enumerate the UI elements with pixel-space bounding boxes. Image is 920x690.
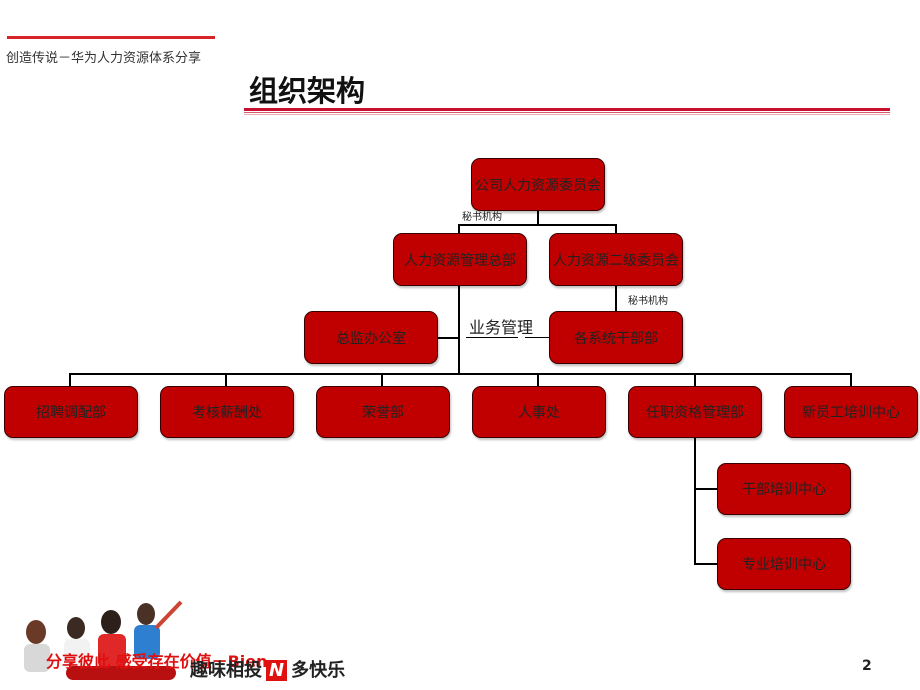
org-box-sub-committee: 人力资源二级委员会 <box>549 233 683 286</box>
n-logo-mark: N <box>266 660 288 681</box>
connector <box>615 224 617 234</box>
org-box-department: 荣誉部 <box>316 386 450 438</box>
connector <box>537 211 539 225</box>
slogan-part: 趣味相投 <box>190 660 262 681</box>
footer-slogan-left: 分享彼此 感受存在价值－Bien <box>46 652 268 671</box>
title-underline-faint <box>244 114 890 115</box>
connector <box>694 488 717 490</box>
connector <box>694 563 717 565</box>
org-box-supervision-office: 总监办公室 <box>304 311 438 364</box>
connector <box>381 373 383 386</box>
connector <box>525 337 550 338</box>
people-illustration <box>24 600 183 680</box>
org-box-department: 招聘调配部 <box>4 386 138 438</box>
org-box-top-committee: 公司人力资源委员会 <box>471 158 605 211</box>
connector <box>438 337 459 339</box>
org-box-department: 考核薪酬处 <box>160 386 294 438</box>
connector <box>69 373 71 386</box>
org-box-sub-unit: 干部培训中心 <box>717 463 851 515</box>
header-subtitle: 创造传说－华为人力资源体系分享 <box>6 51 202 66</box>
connector <box>537 373 539 386</box>
header-accent-line <box>7 36 215 39</box>
connector <box>458 224 460 234</box>
org-box-hr-hq: 人力资源管理总部 <box>393 233 527 286</box>
connector <box>615 285 617 312</box>
connector <box>694 373 696 386</box>
org-box-department: 新员工培训中心 <box>784 386 918 438</box>
page-number: 2 <box>862 658 872 674</box>
connector <box>458 285 460 374</box>
connector <box>69 373 852 375</box>
connector <box>225 373 227 386</box>
org-box-sub-unit: 专业培训中心 <box>717 538 851 590</box>
business-management-label: 业务管理 <box>469 318 534 337</box>
page-title: 组织架构 <box>249 74 366 108</box>
secretariat-label: 秘书机构 <box>628 296 668 307</box>
title-underline-thin <box>244 112 890 113</box>
slogan-part: 多快乐 <box>291 660 346 681</box>
connector <box>466 337 518 338</box>
connector <box>694 438 696 564</box>
secretariat-label: 秘书机构 <box>462 212 502 223</box>
org-box-department: 任职资格管理部 <box>628 386 762 438</box>
connector <box>850 373 852 386</box>
org-box-cadre-dept: 各系统干部部 <box>549 311 683 364</box>
org-box-department: 人事处 <box>472 386 606 438</box>
title-underline <box>244 108 890 111</box>
connector <box>458 224 616 226</box>
